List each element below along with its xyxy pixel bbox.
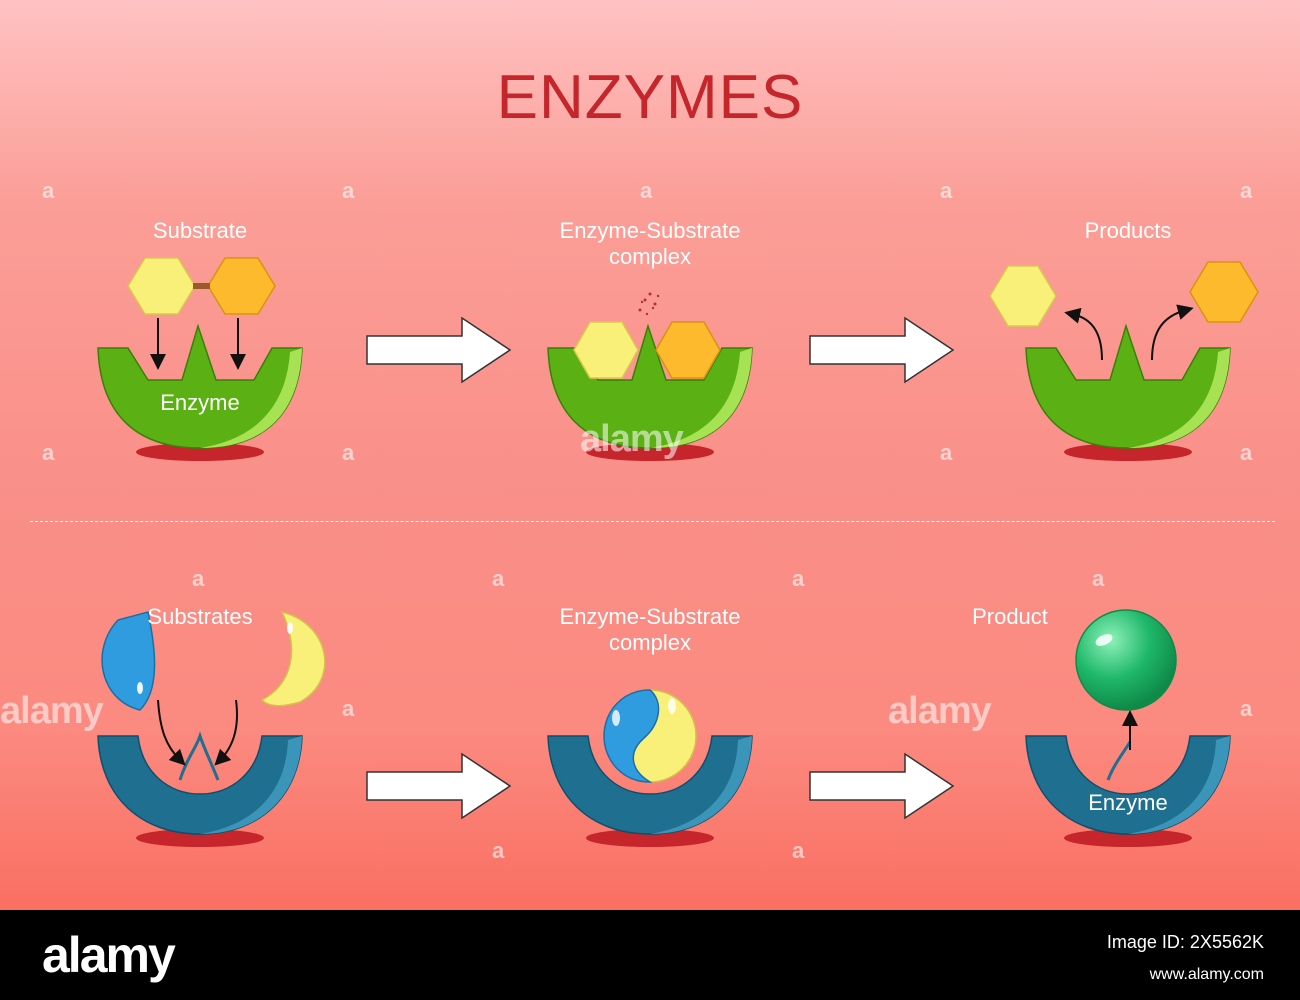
bound-hexagon-yellow	[573, 321, 639, 379]
brand-logo: alamy	[42, 927, 176, 983]
complex-label-top: Enzyme-Substrate complex	[559, 218, 741, 269]
substrate-label: Substrate	[152, 218, 248, 243]
section-divider	[30, 521, 1275, 522]
watermark-letter: a	[1092, 566, 1105, 591]
image-id: Image ID: 2X5562K	[1106, 932, 1264, 952]
watermark-letter: a	[792, 566, 805, 591]
watermark-letter: a	[492, 566, 505, 591]
enzyme-shadow	[1064, 829, 1192, 847]
watermark-letter: a	[1240, 696, 1253, 721]
watermark-letter: a	[42, 440, 55, 465]
watermark-letter: a	[342, 696, 355, 721]
site-url[interactable]: www.alamy.com	[1149, 966, 1264, 983]
diagram-graphics	[97, 257, 1259, 847]
process-arrow-icon	[366, 752, 512, 820]
watermark-letter: a	[342, 440, 355, 465]
enzyme-shadow	[1064, 443, 1192, 461]
footer-bar: alamy Image ID: 2X5562K www.alamy.com	[0, 910, 1300, 1000]
watermark-letter: a	[492, 838, 505, 863]
blue-enzyme	[97, 735, 303, 835]
watermark-letter: a	[940, 440, 953, 465]
watermark-letter: a	[342, 178, 355, 203]
watermark-letter: a	[1240, 178, 1253, 203]
bottom-step2	[547, 689, 753, 847]
watermark-letter: a	[192, 566, 205, 591]
process-arrow-icon	[366, 316, 512, 384]
watermark-letter: a	[640, 178, 653, 203]
enzyme-shadow	[586, 443, 714, 461]
arrow-curved-icon	[214, 699, 238, 766]
watermark-letter: a	[1240, 440, 1253, 465]
watermark-letter: a	[792, 838, 805, 863]
substrates-label: Substrates	[147, 604, 253, 629]
product-hexagon-orange	[1189, 261, 1259, 323]
product-hexagon-yellow	[989, 265, 1057, 327]
substrate-hexagon-yellow	[127, 257, 196, 315]
enzyme-label: Enzyme	[160, 390, 240, 415]
bond-break-particles	[638, 292, 660, 316]
substrate-hexagon-orange	[207, 257, 276, 315]
enzyme-label-bottom: Enzyme	[1088, 790, 1168, 815]
diagram-title: ENZYMES	[496, 63, 804, 132]
arrow-curved-icon	[1151, 304, 1194, 361]
enzyme-shadow	[136, 443, 264, 461]
green-enzyme	[1025, 323, 1231, 449]
arrow-curved-icon	[157, 699, 186, 766]
green-enzyme	[97, 323, 303, 449]
bound-hexagon-orange	[655, 321, 721, 379]
process-arrow-icon	[809, 752, 955, 820]
top-step2	[547, 292, 753, 461]
product-sphere	[1075, 609, 1177, 711]
active-site-hooks	[178, 731, 220, 781]
enzyme-shadow	[586, 829, 714, 847]
bottom-step3	[1025, 609, 1231, 847]
products-label: Products	[1084, 218, 1172, 243]
process-arrow-icon	[809, 316, 955, 384]
watermark: alamy	[580, 418, 684, 460]
product-label: Product	[972, 604, 1048, 629]
diagram-canvas: ENZYMES	[0, 0, 1300, 910]
substrate-bond	[193, 283, 210, 289]
bottom-step1	[97, 610, 326, 847]
enzyme-shadow	[136, 829, 264, 847]
arrow-curved-icon	[1064, 307, 1103, 361]
blue-enzyme	[1025, 735, 1231, 835]
active-site-hooks	[1106, 741, 1132, 781]
complex-label-bottom: Enzyme-Substrate complex	[559, 604, 741, 655]
top-step3	[989, 261, 1259, 461]
watermark: alamy	[0, 690, 104, 732]
yellow-substrate	[260, 610, 326, 707]
watermark-letter: a	[42, 178, 55, 203]
watermark: alamy	[888, 690, 992, 732]
top-step1	[97, 257, 303, 461]
watermark-letter: a	[940, 178, 953, 203]
